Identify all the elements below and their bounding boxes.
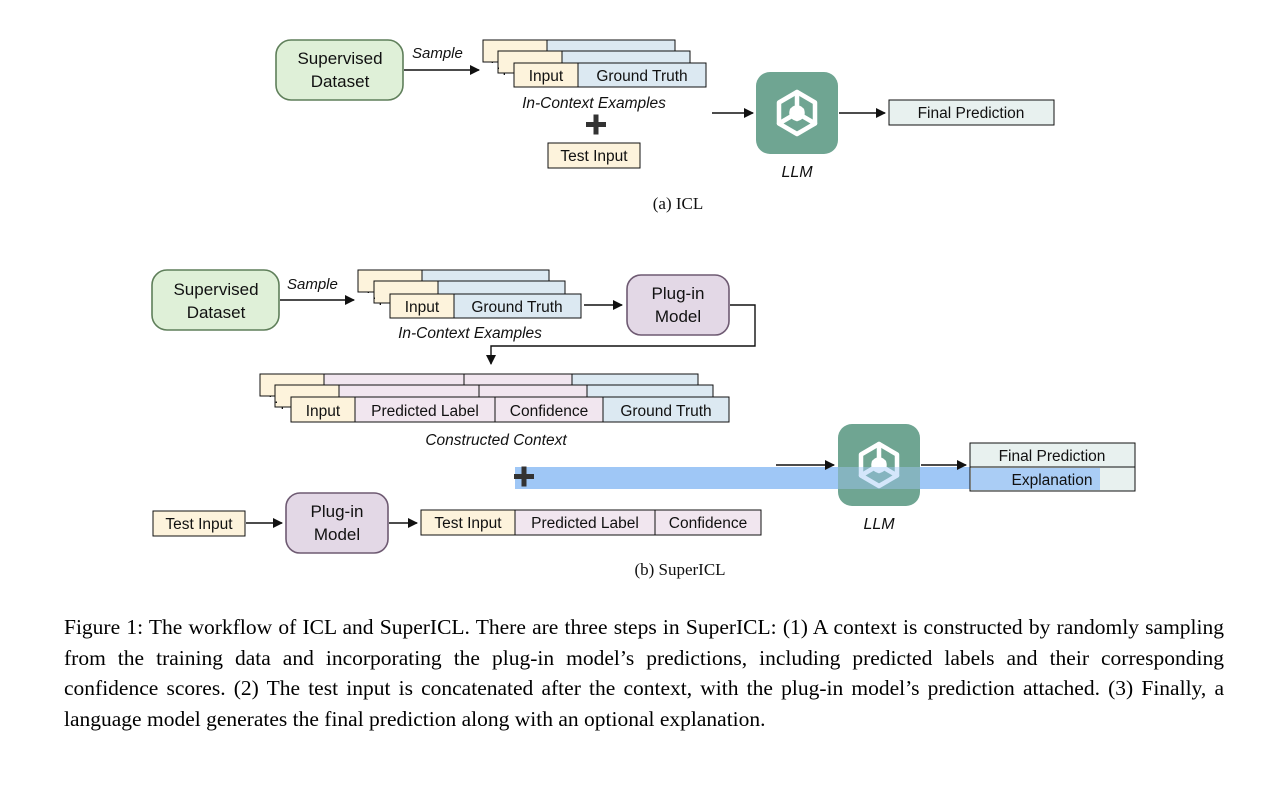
plugin-model-label-1: Plug-in xyxy=(652,284,705,303)
icl-section: Supervised Dataset Sample Input Ground T… xyxy=(275,39,1055,213)
llm-node xyxy=(838,424,920,506)
ground-truth-cell: Ground Truth xyxy=(596,68,687,85)
workflow-diagram: Supervised Dataset Sample Input Ground T… xyxy=(151,39,1136,579)
ground-truth-cell: Ground Truth xyxy=(471,299,562,316)
subcaption-b: (b) SuperICL xyxy=(634,560,725,579)
supervised-dataset-label-1: Supervised xyxy=(297,49,382,68)
plugin-model-node: Plug-in Model xyxy=(285,492,389,554)
input-cell: Input xyxy=(405,299,440,316)
stack-dots: · xyxy=(490,53,495,69)
supervised-dataset-label-2: Dataset xyxy=(187,303,246,322)
confidence-cell: Confidence xyxy=(669,515,747,532)
stack-dots: · xyxy=(372,289,377,305)
input-cell: Input xyxy=(306,403,341,420)
final-prediction-node: Final Prediction xyxy=(888,99,1055,126)
final-prediction-label: Final Prediction xyxy=(918,105,1025,122)
stack-dots: · xyxy=(366,283,371,299)
plus-icon xyxy=(514,466,534,487)
in-context-examples-stack: Input Ground Truth · · · xyxy=(482,39,707,88)
in-context-examples-label: In-Context Examples xyxy=(522,95,666,112)
llm-label: LLM xyxy=(863,516,895,533)
ground-truth-cell: Ground Truth xyxy=(620,403,711,420)
subcaption-a: (a) ICL xyxy=(653,194,704,213)
test-input-cell: Test Input xyxy=(434,515,502,532)
final-prediction-label: Final Prediction xyxy=(999,448,1106,465)
stack-dots: · xyxy=(274,393,279,409)
predicted-label-cell: Predicted Label xyxy=(531,515,639,532)
test-input-label: Test Input xyxy=(165,516,233,533)
plugin-to-context-arrow xyxy=(486,304,756,365)
test-input-node: Test Input xyxy=(547,142,641,169)
test-input-label: Test Input xyxy=(560,148,628,165)
stack-dots: · xyxy=(280,399,285,415)
supericl-section: Supervised Dataset Sample Input Ground T… xyxy=(151,269,1136,579)
constructed-context-label: Constructed Context xyxy=(425,432,567,449)
confidence-cell: Confidence xyxy=(510,403,588,420)
supervised-dataset-node: Supervised Dataset xyxy=(151,269,280,331)
figure-caption: Figure 1: The workflow of ICL and SuperI… xyxy=(64,615,1224,731)
supervised-dataset-label-2: Dataset xyxy=(311,72,370,91)
llm-node xyxy=(756,72,838,154)
plugin-model-label-2: Model xyxy=(314,525,360,544)
in-context-examples-label: In-Context Examples xyxy=(398,325,542,342)
stack-dots: · xyxy=(268,387,273,403)
stack-dots: · xyxy=(496,59,501,75)
final-prediction-node: Final Prediction Explanation xyxy=(969,442,1136,492)
supervised-dataset-label-1: Supervised xyxy=(173,280,258,299)
plugin-model-label-2: Model xyxy=(655,307,701,326)
llm-label: LLM xyxy=(781,164,813,181)
plugin-model-label-1: Plug-in xyxy=(311,502,364,521)
constructed-context-stack: Input Predicted Label Confidence Ground … xyxy=(259,373,730,423)
sample-label: Sample xyxy=(287,276,338,293)
predicted-label-cell: Predicted Label xyxy=(371,403,479,420)
explanation-label: Explanation xyxy=(1011,472,1092,489)
input-cell: Input xyxy=(529,68,564,85)
plugin-model-node: Plug-in Model xyxy=(626,274,730,336)
test-row: Test Input Predicted Label Confidence xyxy=(420,509,762,536)
supervised-dataset-node: Supervised Dataset xyxy=(275,39,404,101)
in-context-examples-stack: Input Ground Truth · · · xyxy=(357,269,582,319)
plus-icon xyxy=(586,114,606,135)
stack-dots: · xyxy=(378,295,383,311)
stack-dots: · xyxy=(502,65,507,81)
selection-highlight xyxy=(515,467,1100,489)
sample-label: Sample xyxy=(412,45,463,62)
test-input-node: Test Input xyxy=(152,510,246,537)
